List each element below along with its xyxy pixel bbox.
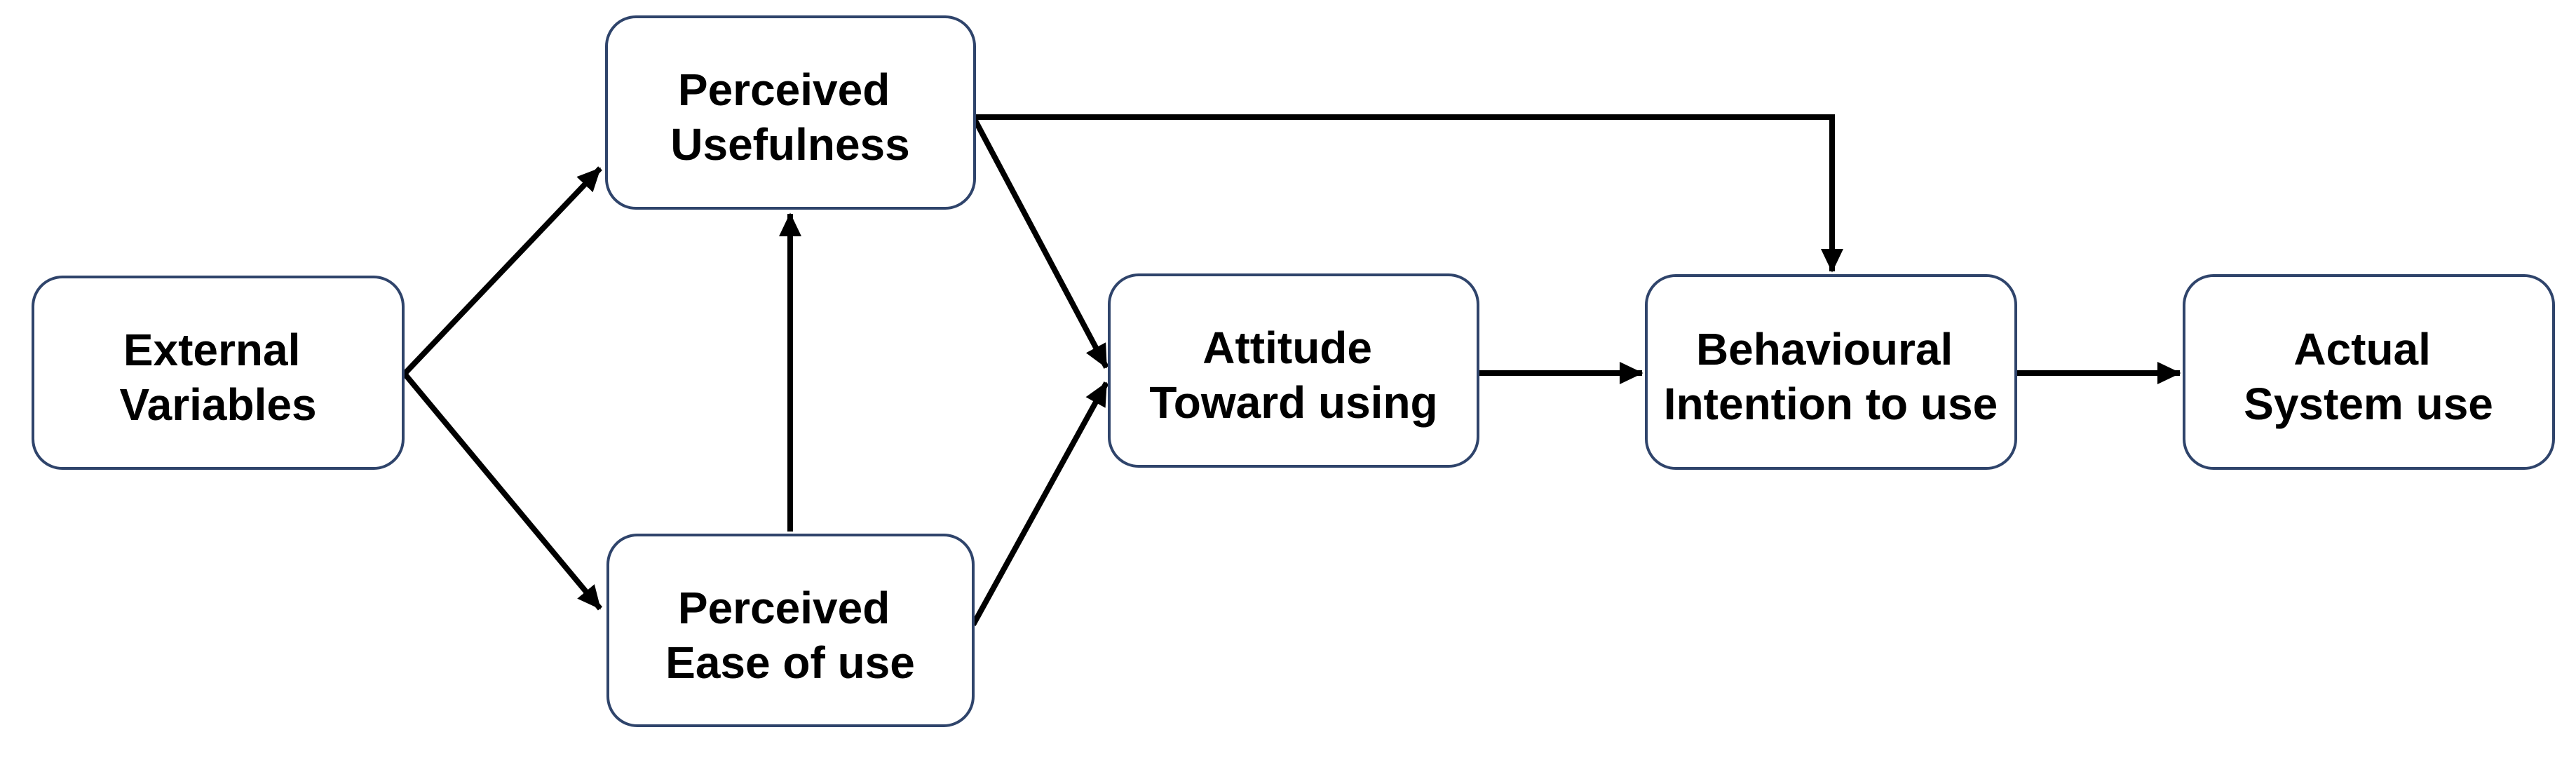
arrow-external-variables-to-perceived-usefulness [402, 166, 602, 376]
node-attitude-toward-using: Attitude Toward using [1108, 273, 1479, 468]
arrow-perceived-usefulness-to-attitude-toward-using [972, 118, 1109, 369]
label-line-2: Usefulness [670, 119, 909, 170]
label-line-2: System use [2244, 379, 2493, 429]
node-perceived-usefulness-label: Perceived Usefulness [670, 65, 909, 170]
node-perceived-ease-of-use-label: Perceived Ease of use [665, 583, 915, 688]
arrow-perceived-usefulness-to-behavioural-intention [975, 114, 1843, 273]
node-behavioural-intention-box [1645, 274, 2017, 470]
arrow-external-variables-to-perceived-ease-of-use [402, 372, 603, 611]
label-line-2: Ease of use [665, 637, 915, 688]
node-perceived-usefulness-box [605, 15, 976, 210]
node-behavioural-intention: Behavioural Intention to use [1645, 274, 2017, 470]
node-external-variables-box [32, 276, 405, 470]
label-line-1: Attitude [1202, 323, 1372, 373]
label-line-1: External [123, 325, 301, 375]
label-line-2: Intention to use [1664, 379, 1998, 429]
arrow-perceived-ease-of-use-to-attitude-toward-using [970, 381, 1109, 626]
node-attitude-toward-using-box [1108, 273, 1479, 468]
label-line-1: Perceived [678, 65, 890, 115]
label-line-1: Actual [2293, 324, 2431, 374]
node-actual-system-use-box [2183, 274, 2555, 470]
label-line-1: Behavioural [1696, 324, 1953, 374]
node-attitude-toward-using-label: Attitude Toward using [1149, 323, 1437, 428]
label-line-2: Variables [119, 379, 316, 430]
node-actual-system-use-label: Actual System use [2244, 324, 2493, 429]
node-external-variables: External Variables [32, 276, 405, 470]
node-actual-system-use: Actual System use [2183, 274, 2555, 470]
label-line-1: Perceived [678, 583, 890, 633]
node-perceived-ease-of-use: Perceived Ease of use [606, 534, 975, 727]
node-external-variables-label: External Variables [119, 325, 316, 430]
node-perceived-usefulness: Perceived Usefulness [605, 15, 976, 210]
node-perceived-ease-of-use-box [606, 534, 975, 727]
label-line-2: Toward using [1149, 377, 1437, 428]
node-behavioural-intention-label: Behavioural Intention to use [1664, 324, 1998, 429]
